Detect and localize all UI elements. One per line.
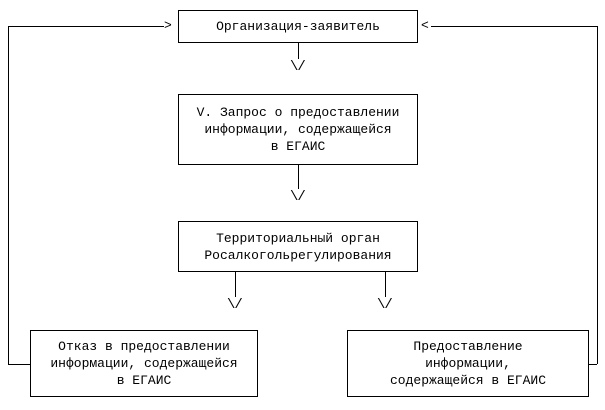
node-request: V. Запрос о предоставлении информации, с… bbox=[178, 94, 418, 165]
arrow-down-icon-2: \/ bbox=[290, 189, 306, 205]
node-provision-line: информации, bbox=[425, 356, 511, 371]
node-request-line: информации, содержащейся bbox=[204, 122, 392, 137]
arrow-down-icon-4: \/ bbox=[377, 297, 393, 313]
connector-line-3 bbox=[235, 272, 236, 297]
arrow-down-icon-1: \/ bbox=[290, 59, 306, 75]
connector-line-1 bbox=[298, 43, 299, 59]
feedback-right-bottom-line bbox=[589, 364, 597, 365]
node-authority-line: Росалкогольрегулирования bbox=[204, 247, 392, 263]
feedback-left-bottom-line bbox=[8, 364, 30, 365]
arrow-down-icon-3: \/ bbox=[227, 297, 243, 313]
node-provision-line: содержащейся в ЕГАИС bbox=[389, 373, 547, 388]
node-applicant: Организация-заявитель bbox=[178, 10, 418, 43]
node-refusal-line: информации, содержащейся bbox=[50, 356, 238, 371]
connector-line-4 bbox=[385, 272, 386, 297]
node-provision-line: Предоставление bbox=[413, 339, 523, 354]
feedback-left-top-line bbox=[8, 26, 164, 27]
arrowhead-left-icon: < bbox=[421, 18, 429, 33]
node-applicant-line: Организация-заявитель bbox=[216, 19, 380, 34]
node-refusal-line: в ЕГАИС bbox=[116, 373, 172, 388]
feedback-right-top-line bbox=[431, 26, 597, 27]
node-provision: Предоставление информации, содержащейся … bbox=[347, 330, 589, 397]
node-authority-line: Территориальный орган bbox=[216, 230, 380, 246]
node-request-line: в ЕГАИС bbox=[270, 139, 326, 154]
feedback-left-vertical-line bbox=[8, 26, 9, 364]
arrowhead-right-icon: > bbox=[164, 18, 172, 33]
node-refusal: Отказ в предоставлении информации, содер… bbox=[30, 330, 258, 397]
node-refusal-line: Отказ в предоставлении bbox=[58, 339, 230, 354]
node-request-line: V. Запрос о предоставлении bbox=[196, 105, 400, 120]
node-authority: Территориальный орган Росалкогольрегулир… bbox=[178, 221, 418, 272]
feedback-right-vertical-line bbox=[597, 26, 598, 364]
connector-line-2 bbox=[298, 165, 299, 189]
